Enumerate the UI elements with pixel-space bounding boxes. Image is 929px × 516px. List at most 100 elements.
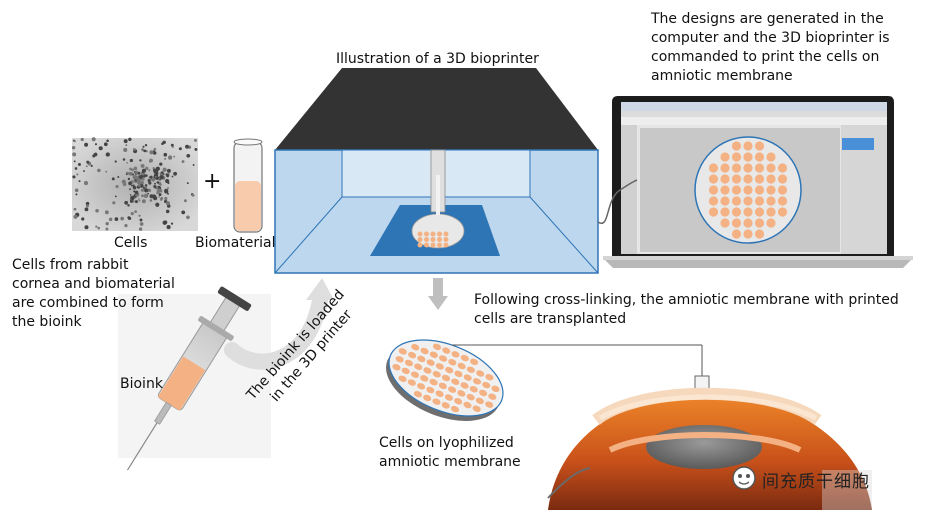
cell-speckle: [147, 192, 150, 195]
platform-cell-dot: [417, 231, 423, 237]
cell-speckle: [186, 215, 190, 220]
bioink-syringe: [118, 286, 271, 471]
cell-speckle: [127, 216, 131, 220]
cell-speckle: [138, 227, 143, 231]
cell-speckle: [133, 166, 138, 171]
cell-speckle: [85, 165, 88, 168]
membrane-cell-dot: [438, 382, 447, 390]
cell-speckle: [115, 184, 119, 189]
cells-label: Cells: [114, 235, 148, 251]
transplant-note-line: Following cross-linking, the amniotic me…: [474, 292, 899, 308]
design-cell-dot: [720, 185, 730, 195]
cell-speckle: [158, 193, 162, 197]
platform-cell-dot: [437, 237, 442, 242]
combine-note-line: are combined to form: [12, 295, 164, 311]
design-cell-dot: [754, 163, 765, 173]
cell-speckle: [108, 217, 113, 222]
combine-note-line: cornea and biomaterial: [12, 276, 175, 292]
cell-speckle: [143, 149, 147, 153]
cell-speckle: [144, 144, 148, 147]
cell-speckle: [78, 180, 81, 183]
design-cell-dot: [708, 185, 719, 195]
design-cell-dot: [766, 163, 776, 173]
cell-speckles: [71, 137, 198, 231]
cell-speckle: [84, 142, 89, 147]
cell-speckle: [165, 209, 170, 214]
membrane-cell-dot: [448, 359, 457, 366]
cell-speckle: [163, 220, 168, 225]
design-cell-dot: [731, 163, 742, 173]
cell-speckle: [140, 163, 145, 168]
cell-speckle: [73, 214, 78, 219]
cell-speckle: [123, 147, 128, 153]
biomaterial-tube: [233, 138, 263, 233]
cell-speckle: [167, 192, 169, 195]
membrane-cell-dot: [457, 362, 466, 370]
cell-speckle: [125, 144, 128, 147]
cell-speckle: [152, 166, 155, 170]
design-cell-dot: [731, 207, 742, 217]
cell-speckle: [112, 201, 116, 205]
membrane-cell-dot: [454, 370, 463, 378]
cell-speckle: [75, 193, 78, 196]
membrane-cell-dot: [392, 363, 401, 371]
cell-speckle: [86, 160, 90, 164]
cell-speckle: [85, 204, 89, 208]
cell-speckle: [153, 172, 156, 174]
cell-speckle: [138, 174, 143, 179]
cell-speckle: [166, 168, 171, 173]
cell-speckle: [74, 167, 78, 170]
cell-speckle: [160, 171, 164, 174]
platform-cell-dot: [430, 237, 436, 242]
membrane-cell-dot: [445, 366, 454, 374]
membrane-cell-dot: [441, 374, 451, 382]
membrane-cell-dot: [444, 394, 453, 401]
cell-speckle: [153, 173, 159, 178]
cell-speckle: [120, 216, 124, 221]
design-cell-dot: [720, 174, 730, 184]
cell-speckle: [73, 140, 76, 143]
membrane-cell-dot: [429, 378, 438, 386]
design-cell-dot: [743, 174, 753, 184]
design-cell-dot: [743, 196, 753, 206]
design-cell-dot: [743, 218, 753, 228]
cell-speckle: [154, 182, 156, 185]
biomaterial-label: Biomaterial: [195, 235, 276, 251]
cell-speckle: [194, 138, 197, 142]
membrane-cell-dot: [417, 383, 426, 390]
design-cell-dot: [754, 152, 765, 162]
membrane-cell-dot: [435, 363, 444, 370]
design-cell-dot: [743, 229, 753, 239]
cell-speckle: [129, 158, 134, 163]
cell-speckle: [132, 185, 137, 190]
cell-speckle: [138, 198, 140, 200]
design-cell-dot: [754, 185, 765, 195]
wechat-icon: [732, 466, 756, 490]
cell-speckle: [153, 169, 156, 173]
cell-speckle: [149, 158, 153, 163]
cell-speckle: [73, 207, 77, 211]
cell-speckle: [139, 218, 143, 222]
cell-speckle: [122, 158, 126, 161]
computer-note-line: commanded to print the cells on: [651, 49, 880, 65]
cell-speckle: [114, 160, 117, 163]
cell-speckle: [105, 227, 109, 231]
down-arrow: [428, 278, 448, 310]
membrane-cell-dot: [432, 371, 441, 378]
cell-speckle: [93, 152, 98, 157]
cell-speckle: [140, 180, 144, 185]
membrane-note-line: Cells on lyophilized: [379, 435, 514, 451]
cell-speckle: [162, 140, 166, 144]
membrane-cell-dot: [420, 347, 429, 355]
design-cell-dot: [743, 185, 753, 195]
cell-speckle: [135, 170, 138, 174]
cell-speckle: [91, 137, 96, 142]
design-cell-dot: [777, 185, 788, 195]
membrane-cell-dot: [460, 354, 469, 362]
amniotic-membrane: [386, 339, 504, 421]
cell-speckle: [124, 224, 128, 228]
design-cell-dot: [720, 218, 730, 228]
membrane-cell-dot: [420, 375, 429, 382]
membrane-cell-dot: [485, 374, 494, 381]
design-cell-dot: [754, 141, 765, 151]
